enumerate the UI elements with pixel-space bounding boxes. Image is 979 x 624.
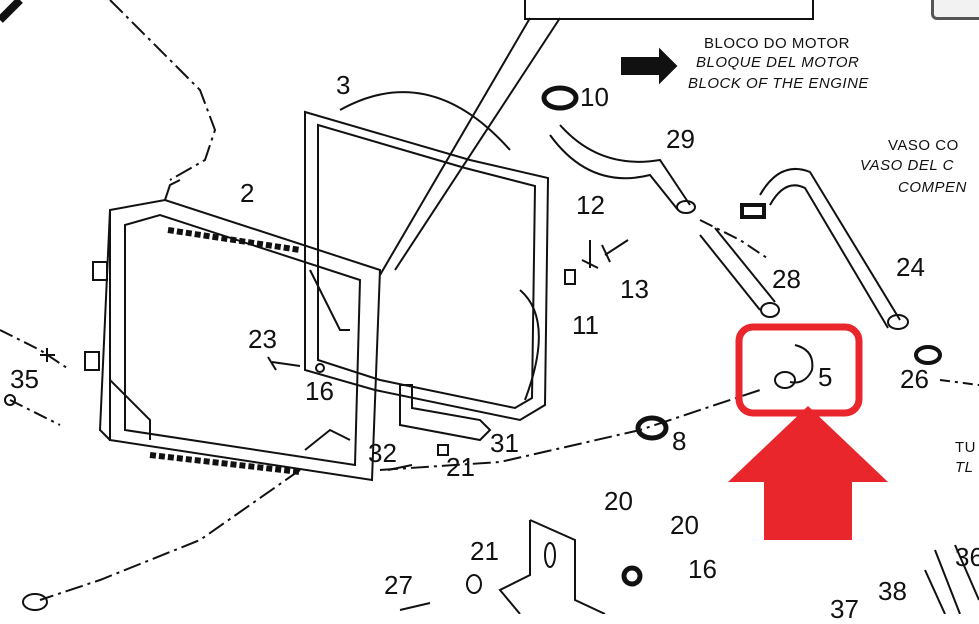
- hose-28: [699, 227, 780, 318]
- leader-line-bottom: [39, 469, 301, 601]
- part-number-36: 36: [955, 542, 979, 572]
- hose-29: [549, 124, 696, 214]
- part-number-12: 12: [576, 190, 605, 220]
- top-callout-box: [524, 0, 814, 20]
- washer-16: [315, 363, 325, 373]
- clamp-10: [541, 85, 579, 111]
- part-5-fitting: [774, 344, 814, 389]
- bolt-27: [399, 602, 431, 611]
- part-number-31: 31: [490, 428, 519, 458]
- caption-tank-es: VASO DEL C: [860, 157, 954, 174]
- part-number-11: 11: [572, 310, 599, 340]
- bolt-32: [387, 464, 413, 471]
- leader-line-right: [939, 379, 979, 386]
- bracket-20: [498, 519, 606, 614]
- window-control-fragment: [931, 0, 979, 20]
- part-number-20a: 20: [604, 486, 633, 516]
- part-number-28: 28: [772, 264, 801, 294]
- part-number-8: 8: [672, 426, 687, 456]
- clamp-8: [635, 415, 669, 441]
- part-number-32: 32: [368, 438, 397, 468]
- caption-tank-en: COMPEN: [898, 179, 967, 196]
- part-number-21a: 21: [446, 452, 475, 482]
- bolt-13: [601, 239, 629, 263]
- bracket-31: [399, 384, 492, 442]
- nut-16b: [621, 565, 643, 587]
- nut-21: [437, 444, 449, 456]
- bolt-23: [267, 356, 301, 371]
- part-number-23: 23: [248, 324, 277, 354]
- part-number-5: 5: [818, 362, 833, 392]
- part-number-16b: 16: [688, 554, 717, 584]
- leader-line-left-2: [9, 399, 61, 426]
- part-number-26: 26: [900, 364, 929, 394]
- arrow-right-icon: [621, 47, 678, 85]
- nut-left: [4, 394, 16, 406]
- bolt-11: [564, 269, 576, 285]
- callout-line-b: [394, 17, 561, 271]
- clamp-26: [914, 345, 942, 365]
- part-number-27: 27: [384, 570, 413, 600]
- part-number-2: 2: [240, 178, 255, 208]
- part-number-29: 29: [666, 124, 695, 154]
- leader-line-mid: [379, 389, 761, 471]
- part-number-24: 24: [896, 252, 925, 282]
- part-number-38: 38: [878, 576, 907, 606]
- bolt-35: [40, 348, 55, 362]
- callout-line-a: [379, 17, 531, 276]
- arrow-up-icon: [728, 406, 888, 540]
- part-number-37: 37: [830, 594, 859, 624]
- part-number-20b: 20: [670, 510, 699, 540]
- leader-line-top: [109, 0, 217, 181]
- highlight-part-5: [728, 323, 888, 540]
- part-number-35: 35: [10, 364, 39, 394]
- part-number-21b: 21: [470, 536, 499, 566]
- part-number-10: 10: [580, 82, 609, 112]
- bolt-12: [581, 240, 599, 269]
- radiator-core: [84, 179, 382, 482]
- caption-tube-es: TL: [955, 459, 974, 476]
- part-number-13: 13: [620, 274, 649, 304]
- clamp-24: [740, 203, 766, 219]
- hose-top-left: [0, 0, 23, 23]
- washer-21b: [466, 574, 482, 594]
- caption-tube-pt: TU: [955, 439, 976, 456]
- fan-shroud: [304, 91, 550, 422]
- part-number-16a: 16: [305, 376, 334, 406]
- caption-engine-block-pt: BLOCO DO MOTOR: [704, 35, 850, 52]
- hose-24: [759, 167, 909, 330]
- caption-engine-block-es: BLOQUE DEL MOTOR: [696, 54, 860, 71]
- caption-tank-pt: VASO CO: [888, 137, 959, 154]
- caption-engine-block-en: BLOCK OF THE ENGINE: [688, 75, 869, 92]
- cap-bottom-left: [22, 593, 48, 611]
- grille-36: [924, 544, 979, 614]
- part-number-3: 3: [336, 70, 351, 100]
